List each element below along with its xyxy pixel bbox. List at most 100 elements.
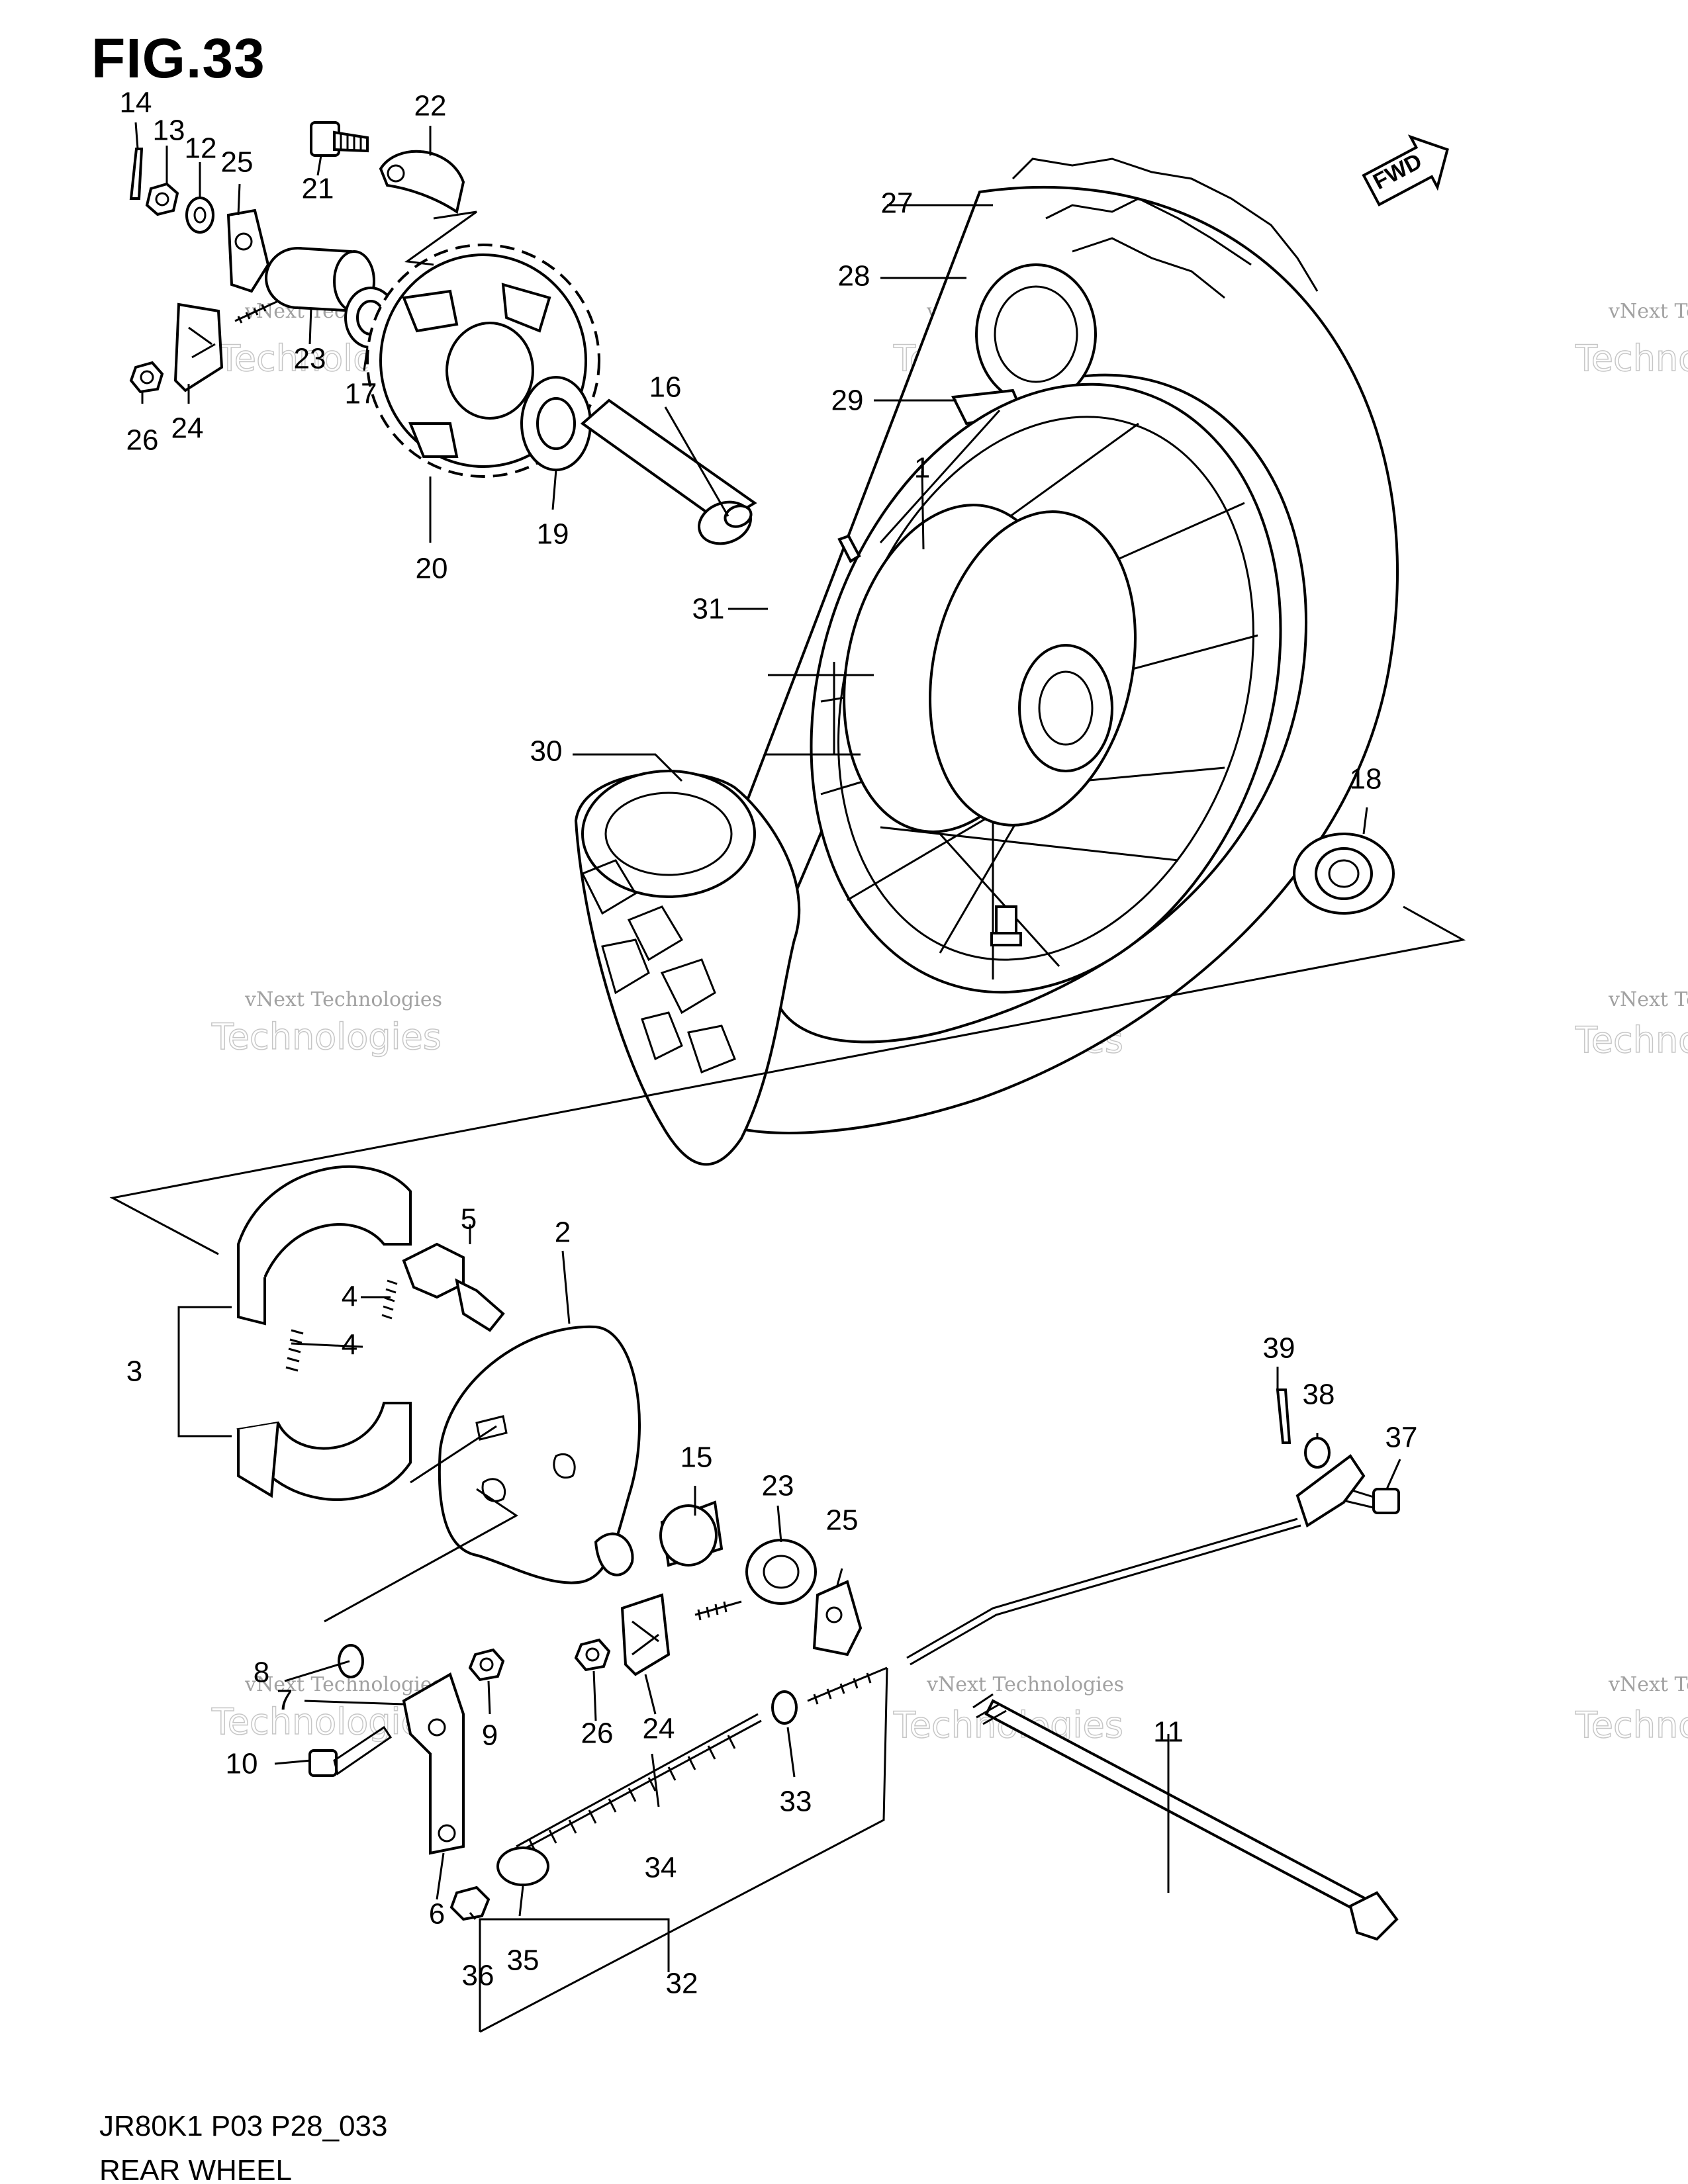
callout-label: 36 bbox=[462, 1960, 494, 1992]
callout-label: 30 bbox=[530, 735, 563, 768]
callout-label: 22 bbox=[414, 90, 447, 122]
callout-label: 32 bbox=[666, 1968, 698, 2000]
model-code: JR80K1 P03 P28_033 bbox=[99, 2110, 388, 2142]
cotter-pin-39 bbox=[1276, 1388, 1291, 1444]
callout-label: 37 bbox=[1385, 1422, 1418, 1454]
watermark-text: vNext Technologies bbox=[1608, 988, 1688, 1011]
watermark-text: Technologies bbox=[211, 1701, 442, 1743]
callout-label: 17 bbox=[345, 378, 377, 410]
callout-label: 21 bbox=[302, 173, 334, 205]
watermark-text: vNext Technologies bbox=[244, 988, 442, 1011]
collar-23-top bbox=[265, 247, 375, 313]
leader-line bbox=[324, 1425, 518, 1623]
nut-36 bbox=[449, 1886, 491, 1921]
torque-link-6 bbox=[402, 1672, 465, 1855]
callout-label: 31 bbox=[692, 593, 725, 625]
callout-label: 28 bbox=[838, 260, 870, 293]
cotter-pin-14 bbox=[129, 148, 144, 200]
callout-label: 5 bbox=[461, 1203, 477, 1236]
valve-stem bbox=[990, 905, 1022, 946]
callout-label: 38 bbox=[1303, 1379, 1335, 1411]
callout-label: 15 bbox=[680, 1441, 713, 1474]
bolt-10 bbox=[308, 1725, 393, 1777]
callout-label: 29 bbox=[831, 385, 864, 417]
brake-shoe-3-upper bbox=[237, 1165, 412, 1326]
callout-label: 23 bbox=[762, 1470, 794, 1502]
callout-label: 11 bbox=[1153, 1716, 1184, 1749]
diagram-name: REAR WHEEL bbox=[99, 2154, 292, 2184]
spacer-16 bbox=[580, 398, 757, 545]
tube-30 bbox=[574, 770, 801, 1166]
callout-label: 39 bbox=[1263, 1332, 1295, 1365]
watermark-text: Technologies bbox=[211, 1016, 442, 1058]
callout-label: 33 bbox=[780, 1786, 812, 1818]
collar-15 bbox=[659, 1500, 724, 1567]
callout-label: 25 bbox=[826, 1504, 859, 1537]
callout-label: 2 bbox=[555, 1216, 571, 1249]
callout-label: 20 bbox=[416, 553, 448, 585]
callout-label: 23 bbox=[294, 343, 326, 375]
nut-9 bbox=[468, 1648, 505, 1682]
callout-label: 26 bbox=[126, 424, 159, 457]
brake-rod-assembly bbox=[906, 1454, 1366, 1666]
callout-label: 3 bbox=[126, 1355, 142, 1388]
chain-adjuster-plate-25-bottom bbox=[812, 1580, 863, 1657]
watermark-text: Technologies bbox=[1575, 338, 1688, 379]
chain-adjuster-bolt bbox=[694, 1600, 742, 1621]
callout-label: 16 bbox=[649, 371, 682, 404]
washer-8 bbox=[338, 1644, 364, 1678]
bearing-19 bbox=[520, 376, 592, 471]
washer-33 bbox=[771, 1690, 798, 1725]
spring-4-upper bbox=[381, 1279, 398, 1320]
callout-labels: 14 13 12 25 21 22 23 17 26 24 20 19 16 2… bbox=[120, 87, 1418, 2000]
forward-arrow-badge: FWD bbox=[1362, 134, 1449, 206]
figure-title: FIG.33 bbox=[91, 27, 265, 89]
callout-label: 24 bbox=[643, 1713, 675, 1745]
callout-label: 13 bbox=[153, 114, 185, 147]
nut-13 bbox=[145, 182, 179, 216]
spoke-nipples-31 bbox=[837, 534, 861, 563]
callout-label: 34 bbox=[645, 1852, 677, 1884]
nut-26-bottom bbox=[574, 1638, 611, 1672]
callout-label: 27 bbox=[881, 187, 914, 220]
brake-shoe-3-lower bbox=[236, 1402, 412, 1501]
watermark-text: vNext Technologies bbox=[1608, 1673, 1688, 1696]
callout-label: 14 bbox=[120, 87, 152, 119]
bolt-21 bbox=[310, 121, 369, 157]
watermark-text: vNext Technologies bbox=[244, 1673, 442, 1696]
callout-label: 25 bbox=[221, 146, 254, 179]
callout-label: 6 bbox=[429, 1898, 445, 1931]
callout-label: 24 bbox=[171, 412, 204, 445]
cam-5 bbox=[402, 1242, 505, 1332]
watermark-text: vNext Technologies bbox=[1608, 300, 1688, 323]
torque-rod-34 bbox=[516, 1713, 762, 1854]
callout-label: 10 bbox=[226, 1748, 258, 1780]
callout-label: 12 bbox=[185, 132, 217, 165]
chain-puller-24-top bbox=[173, 302, 224, 392]
callout-label: 26 bbox=[581, 1717, 614, 1750]
spring-4-lower bbox=[285, 1329, 304, 1372]
collar-23-bottom bbox=[745, 1539, 817, 1605]
chain-adjuster-plate-25 bbox=[226, 208, 270, 293]
callout-label: 19 bbox=[537, 518, 569, 551]
callout-leaders bbox=[134, 122, 1401, 2033]
callout-label: 1 bbox=[914, 452, 930, 484]
callout-label: 4 bbox=[342, 1329, 357, 1361]
watermark-text: Technologies bbox=[1575, 1704, 1688, 1746]
rear-axle-11 bbox=[972, 1693, 1399, 1941]
collar-35 bbox=[496, 1846, 549, 1886]
adjuster-bolt bbox=[234, 300, 279, 324]
callout-label: 9 bbox=[482, 1719, 498, 1752]
leader-line bbox=[404, 210, 477, 266]
threaded-end bbox=[807, 1666, 888, 1705]
washer-38 bbox=[1304, 1437, 1331, 1469]
nut-26-top bbox=[129, 361, 164, 394]
bearing-18 bbox=[1293, 833, 1395, 915]
lock-washer-22 bbox=[379, 150, 465, 214]
callout-label: 4 bbox=[342, 1281, 357, 1313]
chain-puller-24-bottom bbox=[620, 1593, 671, 1676]
brake-panel-2 bbox=[438, 1325, 641, 1584]
washer-12 bbox=[185, 197, 214, 234]
